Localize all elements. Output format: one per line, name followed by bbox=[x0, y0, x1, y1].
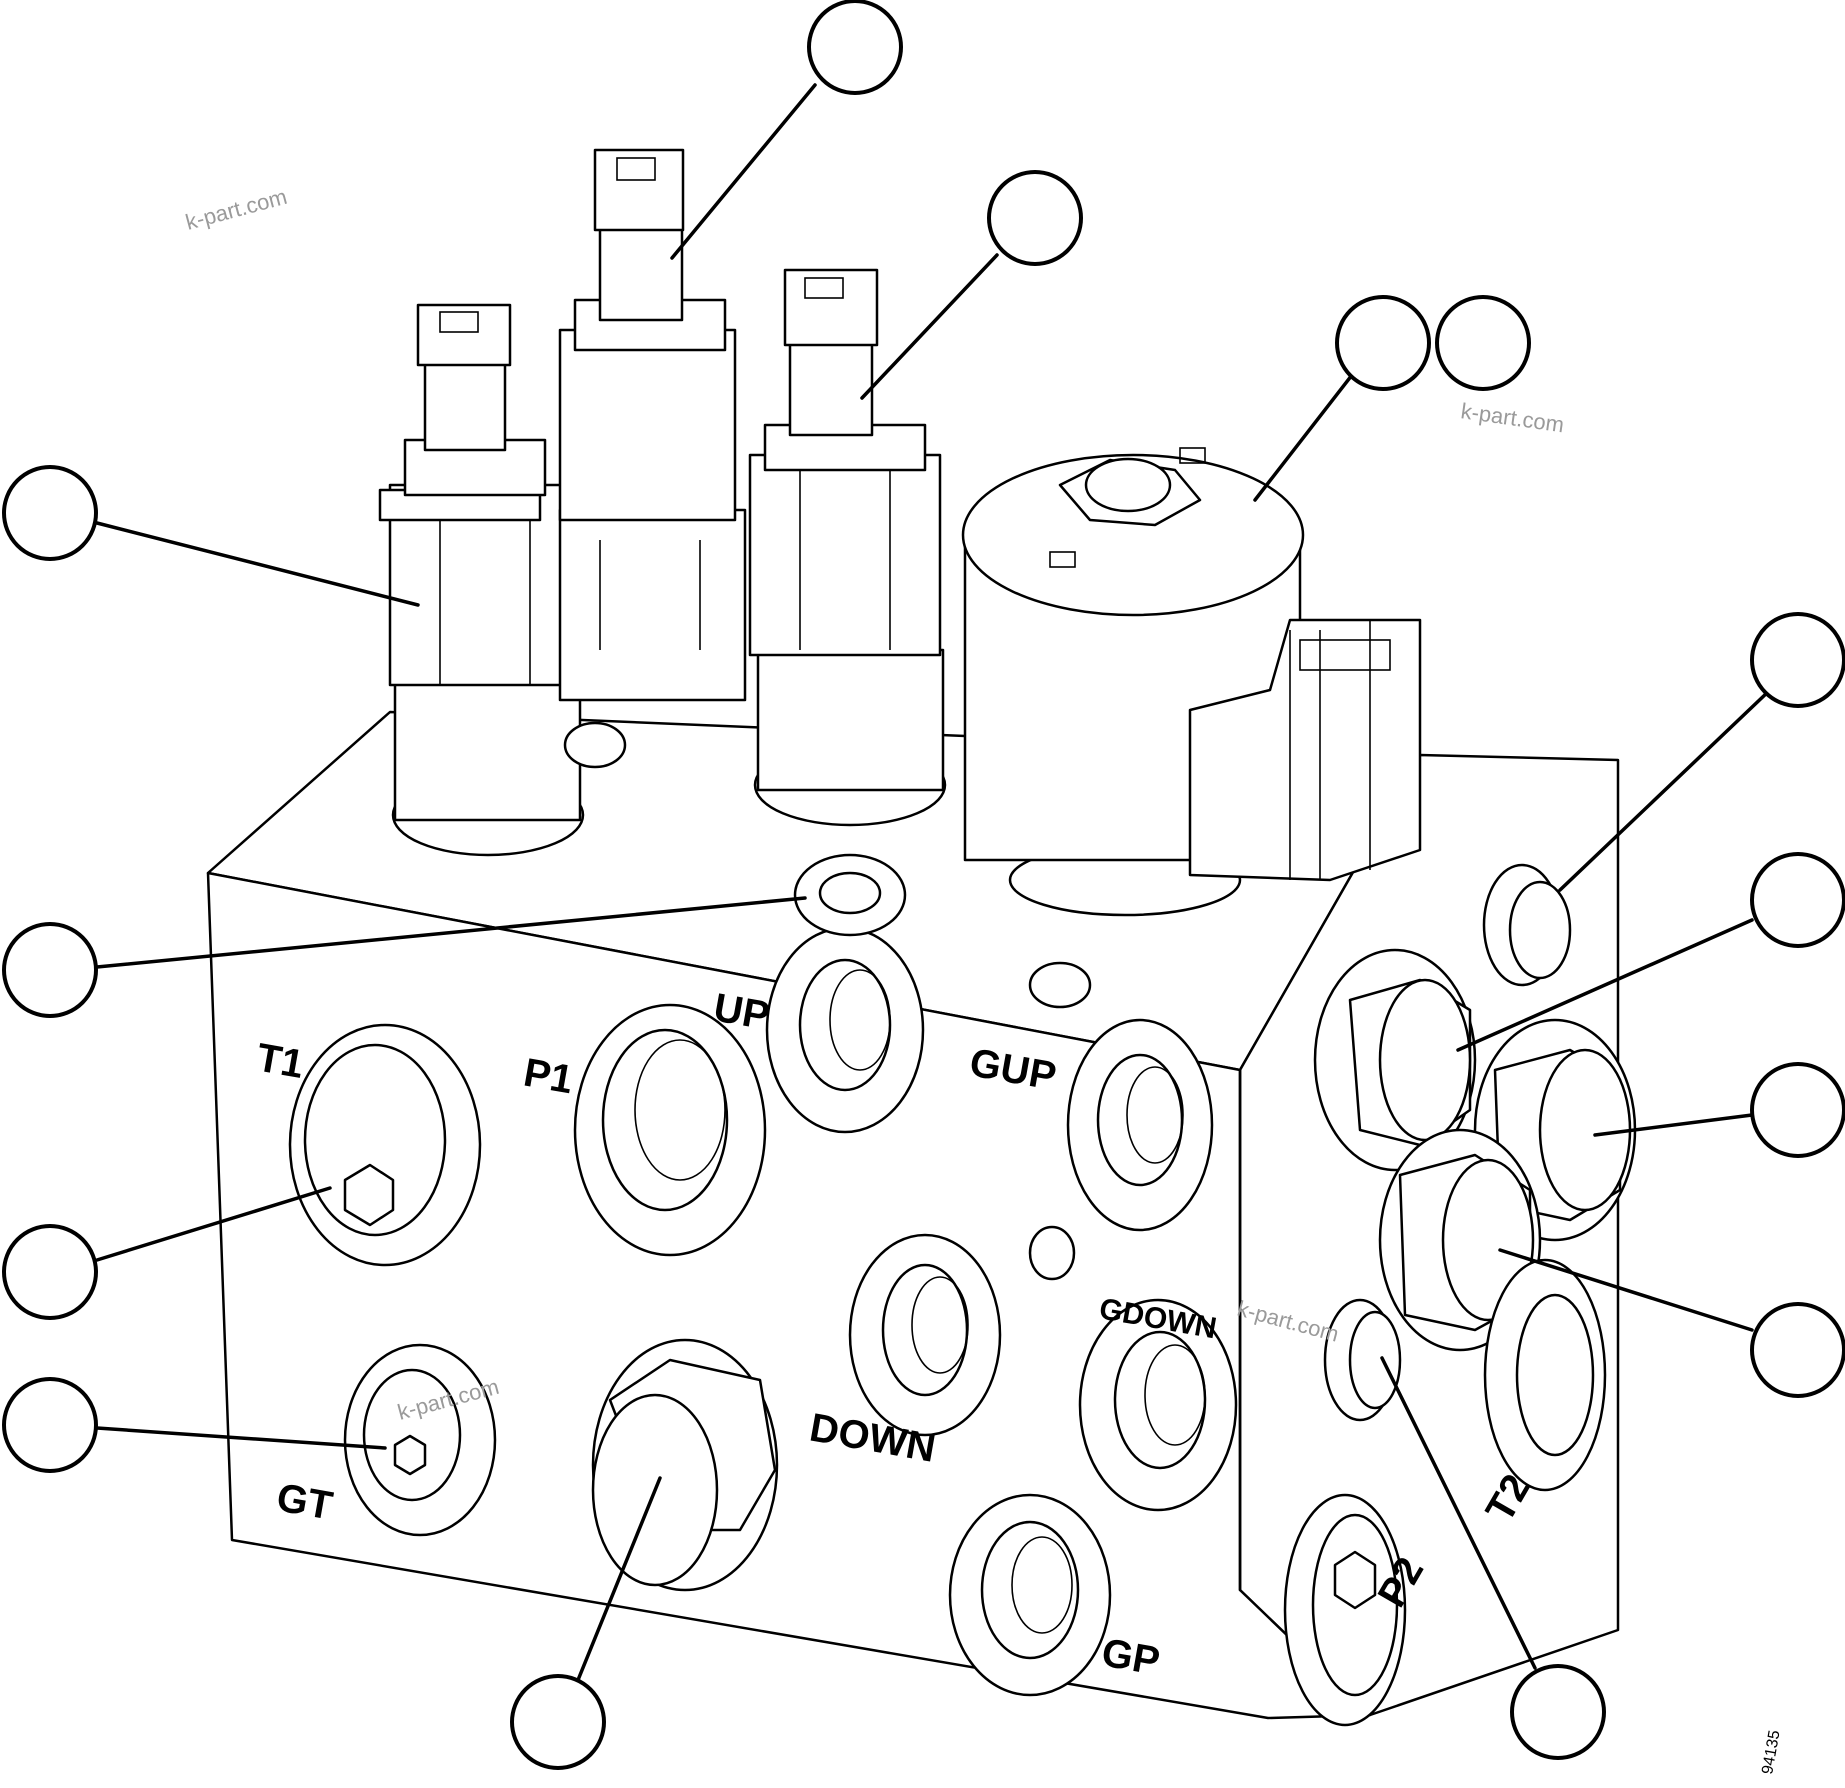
port-label-up: UP bbox=[710, 986, 772, 1039]
port-label-gt: GT bbox=[273, 1476, 335, 1529]
figure-number: 94135 bbox=[1759, 1729, 1783, 1776]
callout-bubble bbox=[1750, 852, 1845, 948]
callout-bubble bbox=[2, 1224, 98, 1320]
side-plugs bbox=[1283, 863, 1637, 1727]
callout-bubble bbox=[2, 1377, 98, 1473]
callout-bubble bbox=[807, 0, 903, 95]
callout-bubble bbox=[1750, 1062, 1845, 1158]
front-ports bbox=[288, 721, 1238, 1697]
callout-bubble bbox=[1510, 1664, 1606, 1760]
callout-bubble bbox=[987, 170, 1083, 266]
callout-bubble bbox=[2, 465, 98, 561]
watermark-text: k-part.com bbox=[1459, 398, 1565, 437]
leader-lines bbox=[95, 83, 1772, 1682]
callout-bubble bbox=[510, 1674, 606, 1770]
callout-bubble bbox=[2, 922, 98, 1018]
callout-bubble bbox=[1750, 1302, 1845, 1398]
port-label-p1: P1 bbox=[520, 1051, 576, 1103]
cartridge-valve-center bbox=[558, 148, 747, 702]
port-labels: T1 P1 UP GUP GDOWN DOWN GT GP P2 T2 bbox=[253, 986, 1539, 1684]
cartridge-valve-right bbox=[748, 268, 947, 827]
watermark-text: k-part.com bbox=[183, 184, 290, 235]
cartridge-valve-left bbox=[378, 303, 585, 857]
port-label-gp: GP bbox=[1098, 1631, 1163, 1684]
callout-bubble bbox=[1435, 295, 1531, 391]
solenoid-connector bbox=[1188, 618, 1422, 882]
callout-bubble bbox=[1750, 612, 1845, 708]
port-label-t1: T1 bbox=[253, 1036, 307, 1087]
callout-bubble bbox=[1335, 295, 1431, 391]
